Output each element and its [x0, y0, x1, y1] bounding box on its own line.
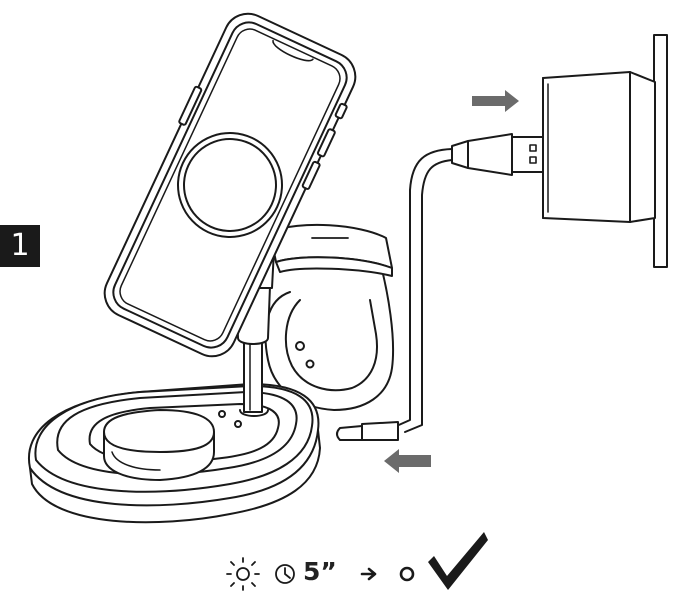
- charging-cable: [391, 148, 453, 433]
- phone: [103, 12, 357, 358]
- clock-icon: [275, 564, 295, 584]
- light-on-icon: [226, 557, 260, 591]
- step-number-badge: 1: [0, 225, 40, 267]
- usb-c-connector: [336, 421, 399, 441]
- insert-cable-arrow-icon: [384, 449, 431, 473]
- insert-plug-arrow-icon: [472, 90, 519, 112]
- earbuds-case: [103, 409, 215, 481]
- arrow-right-icon: [360, 567, 377, 581]
- duration-label: 5”: [303, 557, 337, 586]
- circle-off-icon: [399, 566, 415, 582]
- power-adapter: [542, 71, 656, 223]
- usb-connector: [451, 133, 544, 176]
- watch-charger: [269, 223, 393, 277]
- checkmark-icon: [428, 532, 488, 590]
- watch-band: [264, 261, 395, 411]
